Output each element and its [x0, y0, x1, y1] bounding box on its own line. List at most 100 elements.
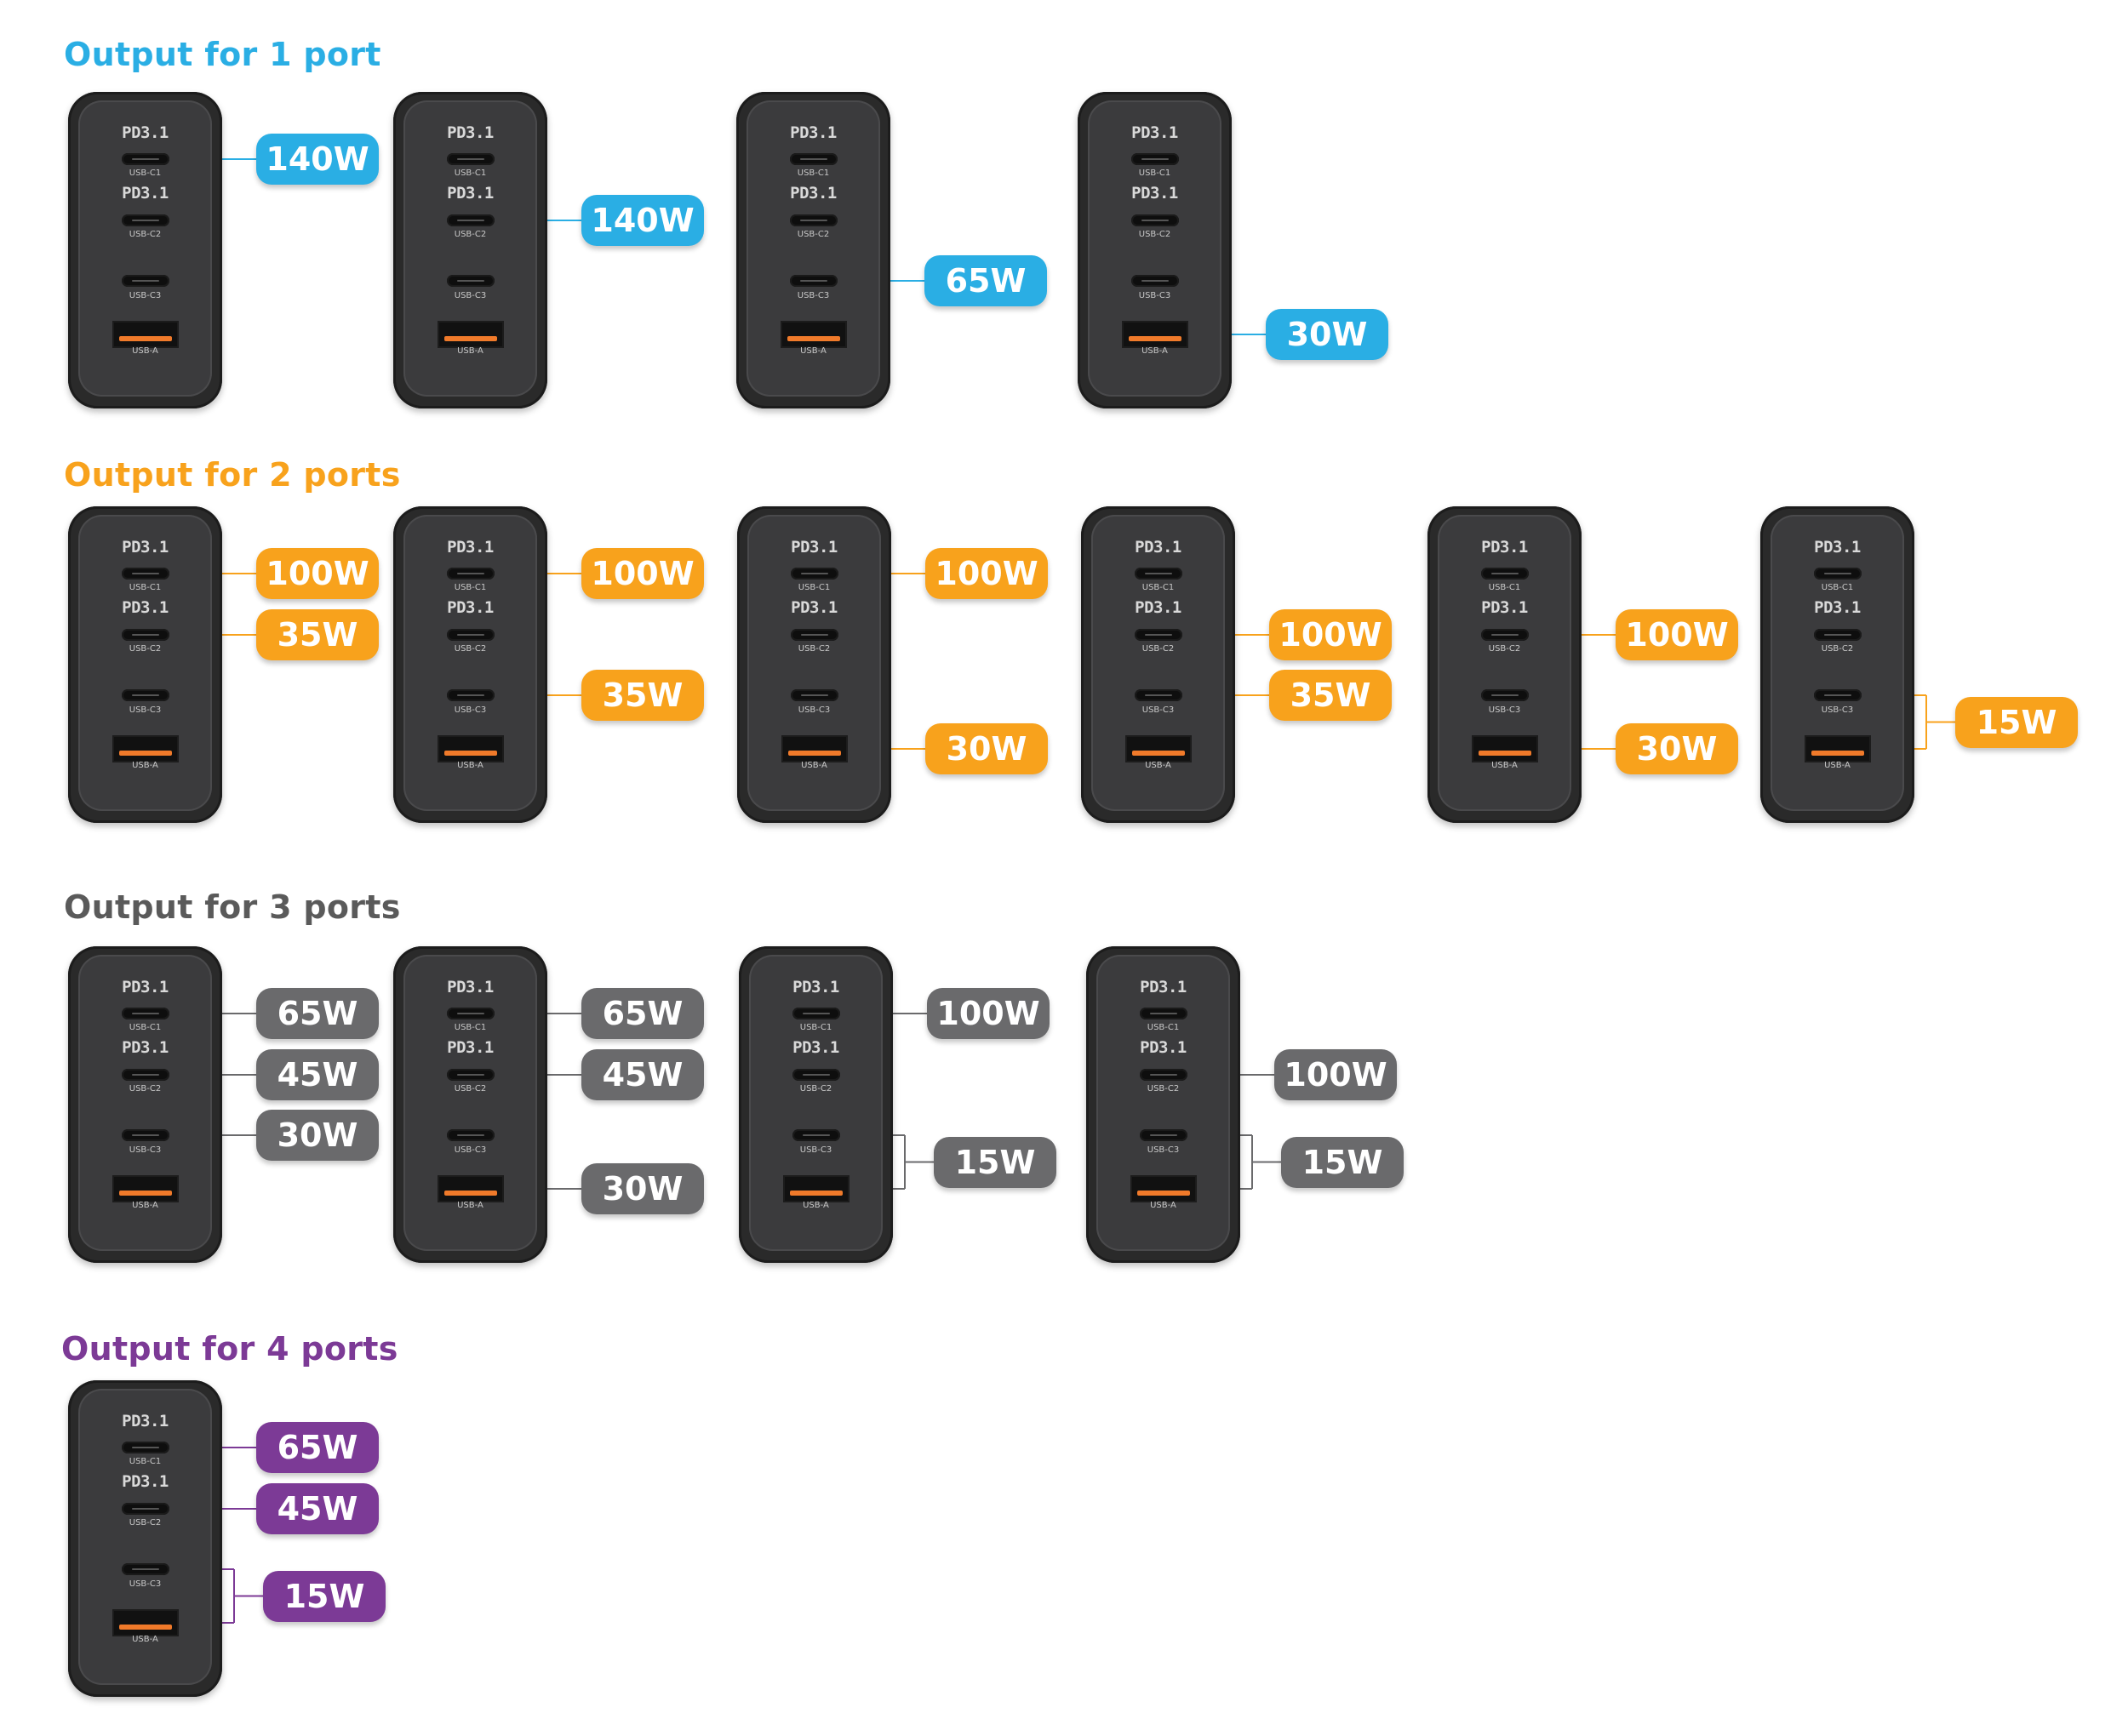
usb-c-port[interactable]	[121, 1129, 169, 1141]
usb-c-port[interactable]	[446, 153, 495, 165]
usb-c-port[interactable]	[1480, 568, 1529, 580]
usb-a-port[interactable]	[781, 735, 848, 762]
usb-c-port[interactable]	[121, 689, 169, 701]
usb-c-port[interactable]	[446, 1008, 495, 1019]
usb-a-port[interactable]	[112, 1175, 179, 1202]
port-label: USB-C2	[799, 1084, 832, 1094]
usb-a-port[interactable]	[782, 1175, 850, 1202]
usb-c-port[interactable]	[789, 214, 838, 226]
usb-c-port[interactable]	[792, 1008, 840, 1019]
usb-c-port[interactable]	[121, 629, 169, 641]
port-label: USB-A	[1491, 761, 1518, 770]
usb-c-port[interactable]	[790, 568, 838, 580]
usb-c-port[interactable]	[1130, 214, 1179, 226]
port-label: USB-A	[132, 346, 158, 356]
power-badge: 30W	[1616, 723, 1738, 774]
port-label: USB-C3	[1821, 705, 1854, 715]
usb-c-port[interactable]	[121, 275, 169, 287]
pd-label: PD3.1	[792, 1038, 839, 1057]
usb-c-port[interactable]	[790, 629, 838, 641]
usb-c-port[interactable]	[1139, 1008, 1187, 1019]
usb-a-port[interactable]	[1130, 1175, 1197, 1202]
power-badge: 15W	[263, 1570, 386, 1622]
usb-a-port[interactable]	[1124, 735, 1192, 762]
pd-label: PD3.1	[1814, 598, 1861, 617]
pd-label: PD3.1	[792, 978, 839, 996]
usb-a-port[interactable]	[112, 735, 179, 762]
usb-a-port[interactable]	[780, 321, 847, 348]
port-label: USB-C3	[1141, 705, 1175, 715]
port-label: USB-A	[457, 1201, 483, 1210]
usb-c-port[interactable]	[790, 689, 838, 701]
usb-c-port[interactable]	[789, 275, 838, 287]
pd-label: PD3.1	[447, 978, 494, 996]
usb-c-port[interactable]	[446, 214, 495, 226]
usb-c-port[interactable]	[1139, 1129, 1187, 1141]
port-label: USB-A	[800, 346, 827, 356]
usb-c-port[interactable]	[1134, 629, 1182, 641]
port-label: USB-A	[132, 761, 158, 770]
power-badge: 100W	[1274, 1049, 1397, 1100]
port-label: USB-C3	[1488, 705, 1521, 715]
usb-c-port[interactable]	[121, 153, 169, 165]
usb-c-port[interactable]	[121, 1563, 169, 1575]
port-label: USB-C1	[1138, 168, 1171, 178]
power-badge: 35W	[256, 609, 379, 660]
usb-a-port[interactable]	[112, 1609, 179, 1636]
usb-c-port[interactable]	[446, 568, 495, 580]
usb-c-port[interactable]	[1130, 275, 1179, 287]
usb-c-port[interactable]	[121, 1442, 169, 1453]
pd-label: PD3.1	[1135, 598, 1181, 617]
usb-c-port[interactable]	[446, 629, 495, 641]
usb-c-port[interactable]	[1139, 1069, 1187, 1081]
port-label: USB-C3	[129, 291, 162, 300]
usb-c-port[interactable]	[792, 1069, 840, 1081]
usb-c-port[interactable]	[446, 275, 495, 287]
port-label: USB-C1	[454, 1023, 487, 1032]
port-label: USB-C2	[454, 1084, 487, 1094]
usb-c-port[interactable]	[446, 1129, 495, 1141]
power-badge: 30W	[925, 723, 1048, 774]
usb-a-port[interactable]	[437, 321, 504, 348]
power-badge: 65W	[256, 988, 379, 1039]
usb-c-port[interactable]	[121, 1069, 169, 1081]
usb-c-port[interactable]	[121, 568, 169, 580]
pd-label: PD3.1	[122, 184, 169, 203]
usb-c-port[interactable]	[121, 214, 169, 226]
pd-label: PD3.1	[122, 538, 169, 557]
port-label: USB-C1	[1147, 1023, 1180, 1032]
usb-a-port[interactable]	[1121, 321, 1188, 348]
usb-c-port[interactable]	[792, 1129, 840, 1141]
pd-label: PD3.1	[1140, 978, 1187, 996]
usb-c-port[interactable]	[1813, 629, 1862, 641]
usb-c-port[interactable]	[1480, 629, 1529, 641]
port-label: USB-C2	[1821, 644, 1854, 654]
pd-label: PD3.1	[1131, 184, 1178, 203]
usb-c-port[interactable]	[1813, 689, 1862, 701]
usb-a-port[interactable]	[437, 735, 504, 762]
usb-c-port[interactable]	[121, 1008, 169, 1019]
port-label: USB-C3	[1147, 1145, 1180, 1155]
usb-c-port[interactable]	[1134, 568, 1182, 580]
port-label: USB-C3	[799, 1145, 832, 1155]
usb-c-port[interactable]	[121, 1503, 169, 1515]
usb-a-port[interactable]	[1804, 735, 1871, 762]
usb-a-port[interactable]	[437, 1175, 504, 1202]
usb-c-port[interactable]	[1480, 689, 1529, 701]
usb-a-port[interactable]	[1471, 735, 1538, 762]
usb-c-port[interactable]	[446, 1069, 495, 1081]
usb-c-port[interactable]	[1134, 689, 1182, 701]
usb-c-port[interactable]	[789, 153, 838, 165]
power-badge: 45W	[256, 1483, 379, 1534]
usb-c-port[interactable]	[1130, 153, 1179, 165]
port-label: USB-C1	[129, 583, 162, 592]
usb-c-port[interactable]	[446, 689, 495, 701]
usb-c-port[interactable]	[1813, 568, 1862, 580]
usb-a-port[interactable]	[112, 321, 179, 348]
pd-label: PD3.1	[1481, 598, 1528, 617]
